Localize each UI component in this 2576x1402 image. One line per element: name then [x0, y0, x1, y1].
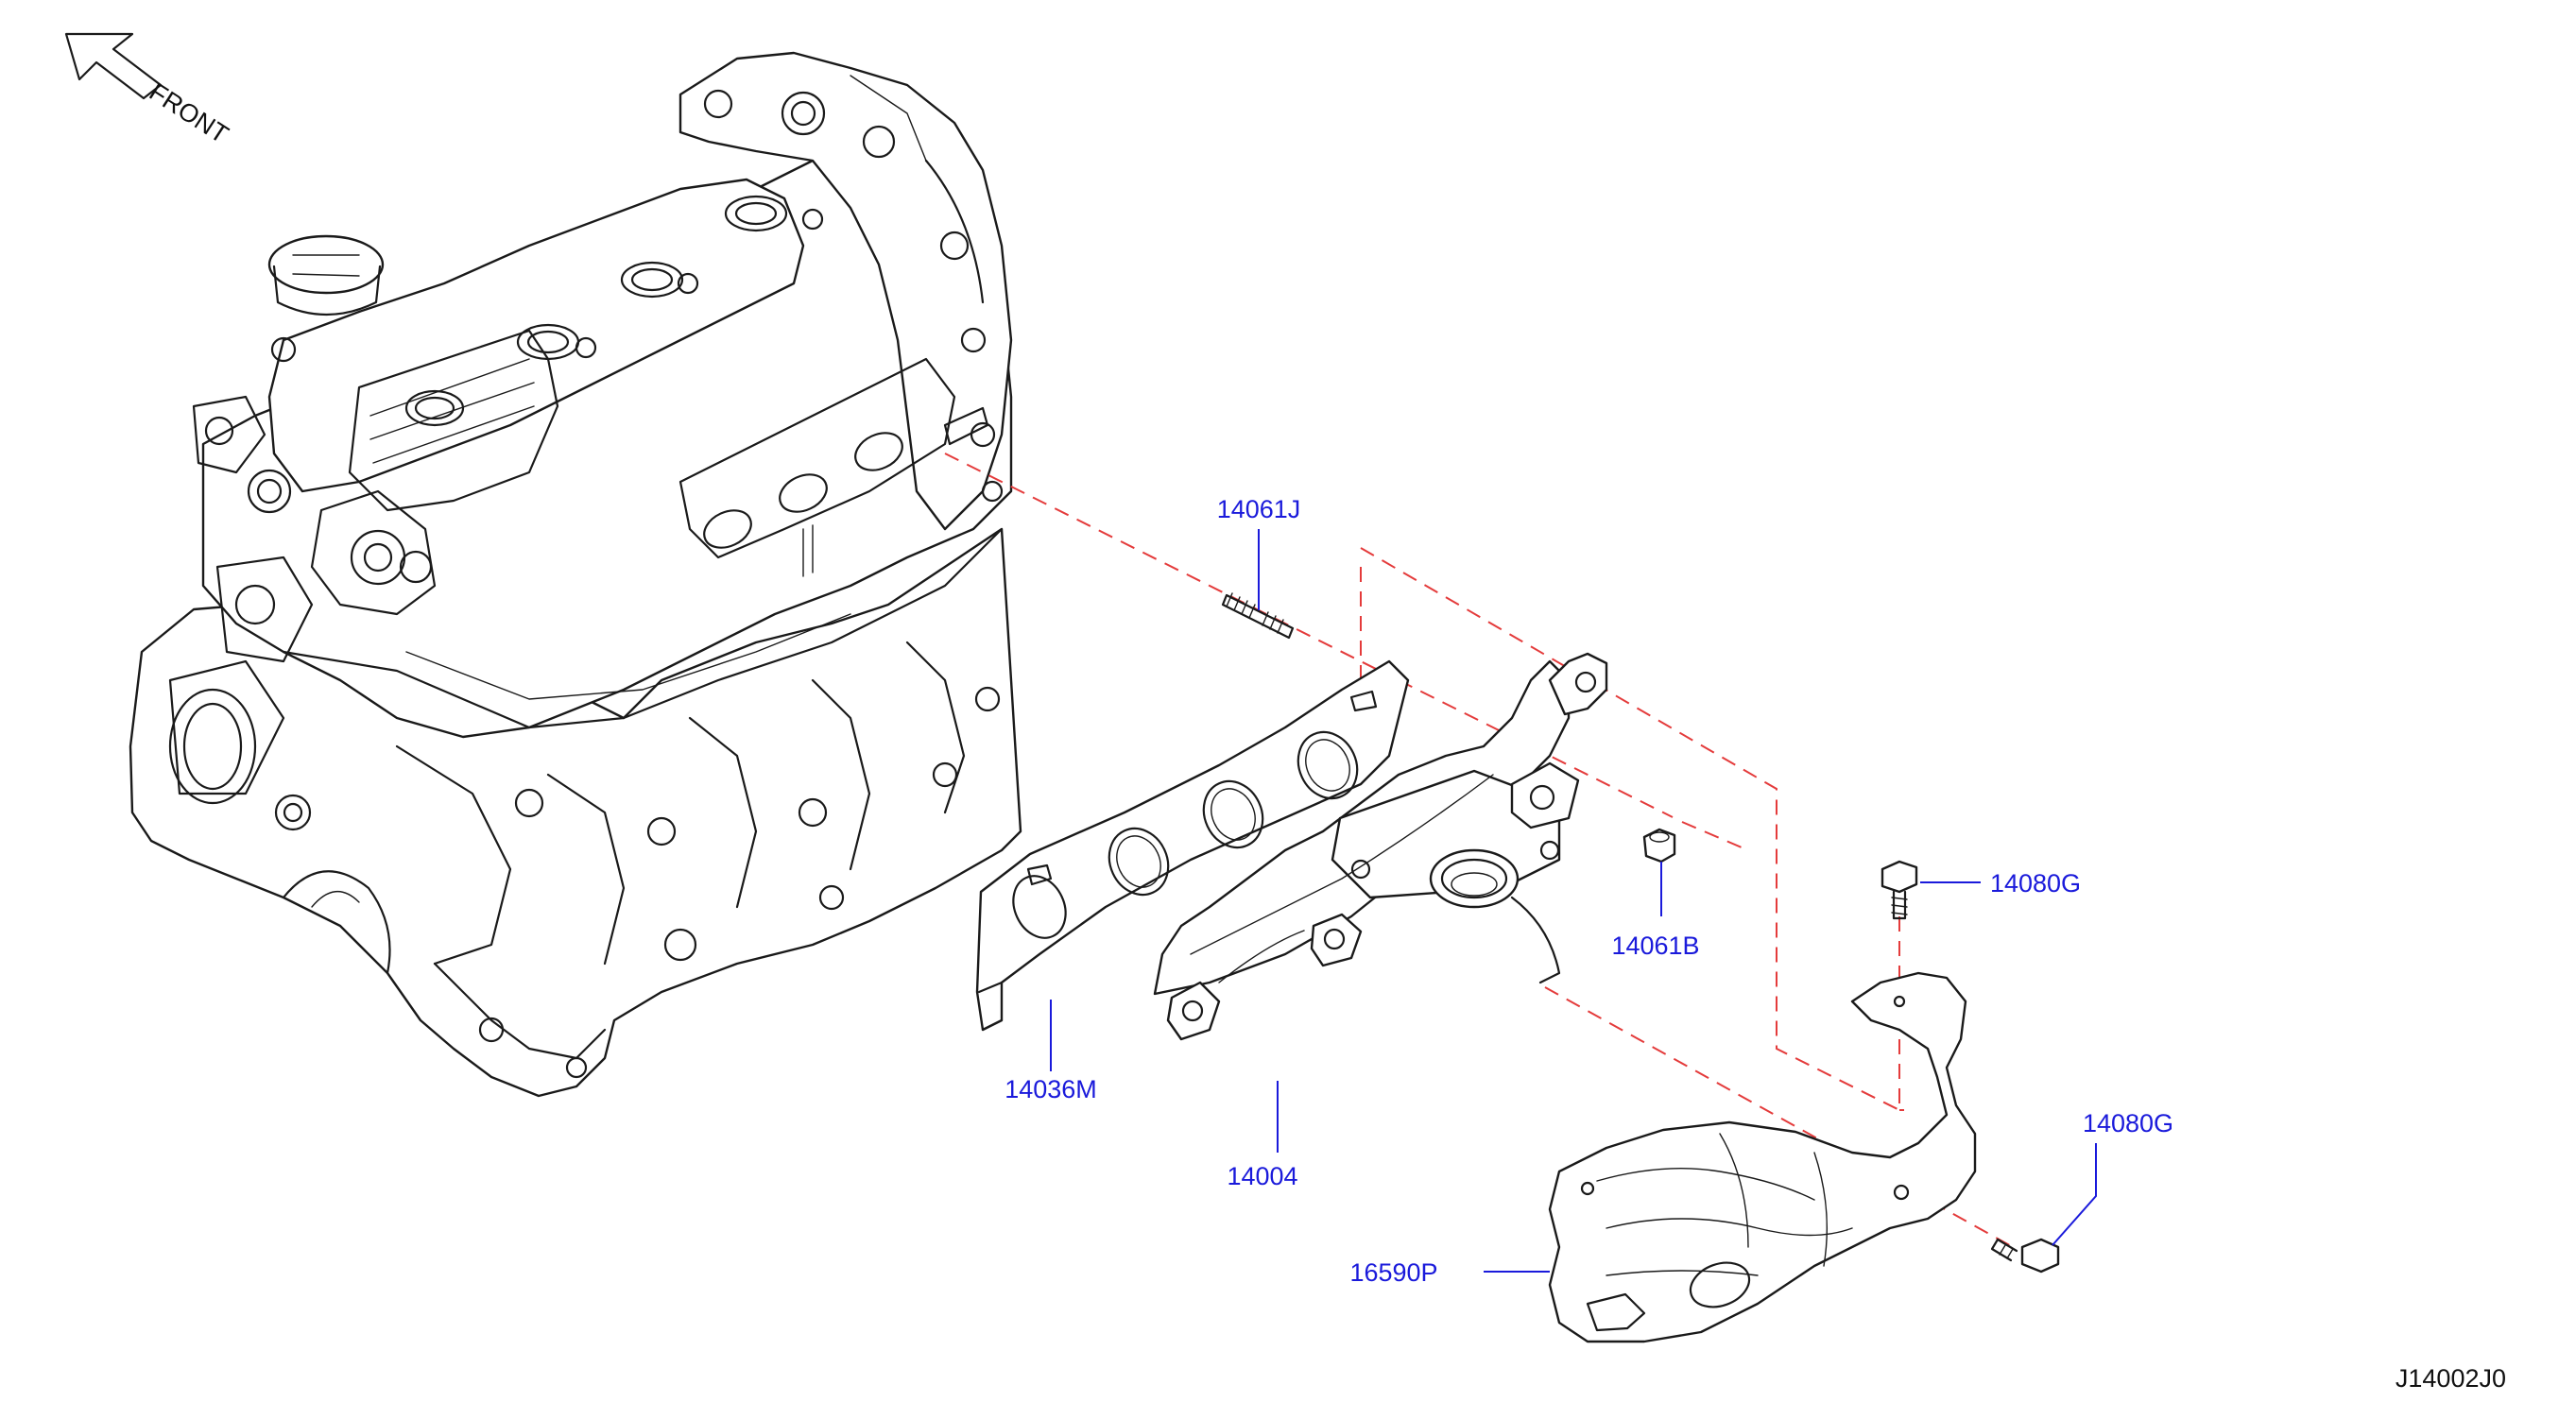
- bolt-upper-part: [1880, 860, 1918, 920]
- manifold-label[interactable]: 14004: [1227, 1162, 1297, 1190]
- bolt-lower-leader: [2052, 1143, 2097, 1246]
- bolt-upper-label[interactable]: 14080G: [1990, 869, 2081, 898]
- bolt-lower-part: [1990, 1238, 2060, 1274]
- engine-block: [129, 51, 1022, 1098]
- stud-part: [1221, 592, 1295, 640]
- gasket-part: [975, 659, 1410, 1032]
- front-direction-label: FRONT: [145, 77, 233, 149]
- stud-label[interactable]: 14061J: [1217, 495, 1301, 523]
- exhaust-manifold-part: [1153, 652, 1608, 1041]
- front-arrow-icon: [64, 32, 163, 100]
- nut-label[interactable]: 14061B: [1611, 932, 1699, 960]
- bolt-lower-label[interactable]: 14080G: [2083, 1109, 2173, 1137]
- nut-part: [1642, 828, 1676, 863]
- gasket-label[interactable]: 14036M: [1005, 1075, 1097, 1103]
- drawing-id: J14002J0: [2396, 1364, 2506, 1393]
- heat-shield-part: [1548, 971, 1977, 1343]
- heat-shield-label[interactable]: 16590P: [1349, 1258, 1437, 1287]
